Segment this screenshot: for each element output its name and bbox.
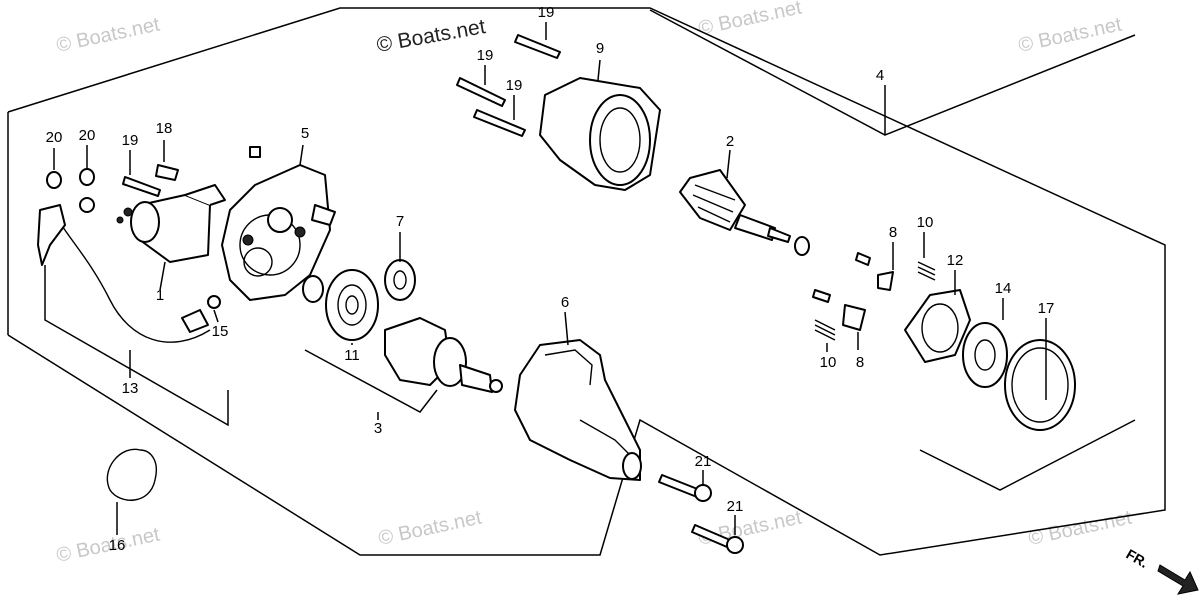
bolt-part-21-lower (691, 515, 744, 554)
drive-gear-part-3 (304, 317, 503, 420)
bolt-part-18 (155, 140, 179, 181)
callout-17: 17 (1038, 300, 1055, 317)
callout-16: 16 (109, 537, 126, 554)
front-label: FR. (1124, 546, 1152, 571)
callout-1: 1 (156, 287, 164, 304)
brush-part-8-bottom (842, 304, 866, 350)
spring-part-10-top (917, 232, 936, 281)
callout-9: 9 (596, 40, 604, 57)
callout-5: 5 (301, 125, 309, 142)
callout-3: 3 (374, 420, 382, 437)
callout-13: 13 (122, 380, 139, 397)
screw-part-8-a (855, 252, 871, 266)
watermark-bottom-mid: © Boats.net (376, 506, 484, 549)
clip-part-16 (106, 448, 157, 535)
spring-part-10-bottom (814, 319, 836, 352)
through-bolt-part-19-low (473, 95, 526, 137)
callout-4: 4 (876, 67, 884, 84)
yoke-part-9 (539, 59, 661, 191)
group-4-bracket (649, 9, 1136, 491)
watermark-top-left: © Boats.net (54, 13, 162, 56)
callout-15: 15 (212, 323, 229, 340)
watermark-bottom-mid-right: © Boats.net (696, 506, 804, 549)
callout-18: 18 (156, 120, 173, 137)
callout-10-top: 10 (917, 214, 934, 231)
nut-part-20-a (46, 148, 62, 189)
through-bolt-part-19-top (514, 22, 561, 59)
brush-part-8-top (877, 242, 894, 291)
end-housing-part-5 (221, 144, 336, 301)
armature-part-2 (679, 149, 810, 256)
callout-19-left: 19 (122, 132, 139, 149)
callout-20-b: 20 (79, 127, 96, 144)
gear-part-11 (302, 269, 379, 345)
cable-part-13 (37, 197, 229, 427)
gear-part-7 (384, 232, 416, 301)
bolt-part-15 (207, 295, 221, 323)
watermark-top-right: © Boats.net (1016, 13, 1124, 56)
callout-19-low: 19 (506, 77, 523, 94)
watermark-header: © Boats.net (375, 15, 488, 57)
assembly-border (7, 7, 1166, 556)
plate-part-14 (962, 298, 1008, 388)
solenoid-part-1 (116, 184, 226, 291)
callout-2: 2 (726, 133, 734, 150)
callout-10-bottom: 10 (820, 354, 837, 371)
brush-holder-part-12 (904, 270, 971, 363)
bolt-part-21-upper (658, 470, 712, 502)
callout-14: 14 (995, 280, 1012, 297)
callout-labels: 1 2 3 4 5 6 7 8 8 9 10 10 11 12 13 14 15… (46, 4, 1055, 554)
callout-21-upper: 21 (695, 453, 712, 470)
bolt-part-19-left (122, 150, 161, 197)
nut-part-20-b (79, 145, 95, 186)
watermark-top-mid: © Boats.net (696, 0, 804, 40)
screw-part-10-a (812, 289, 831, 303)
front-housing-part-6 (514, 311, 642, 481)
front-arrow-icon (1157, 564, 1199, 595)
callout-20-a: 20 (46, 129, 63, 146)
callout-8-bottom: 8 (856, 354, 864, 371)
callout-19-top: 19 (538, 4, 555, 21)
o-ring-part-17 (1004, 318, 1076, 431)
callout-19-mid: 19 (477, 47, 494, 64)
front-direction-indicator: FR. (1124, 546, 1199, 595)
callout-11: 11 (344, 347, 360, 364)
callout-6: 6 (561, 294, 569, 311)
callout-8-top: 8 (889, 224, 897, 241)
callout-12: 12 (947, 252, 964, 269)
callout-21-lower: 21 (727, 498, 744, 515)
through-bolt-part-19-mid (456, 65, 506, 107)
callout-7: 7 (396, 213, 404, 230)
watermark-bottom-right: © Boats.net (1026, 506, 1134, 549)
